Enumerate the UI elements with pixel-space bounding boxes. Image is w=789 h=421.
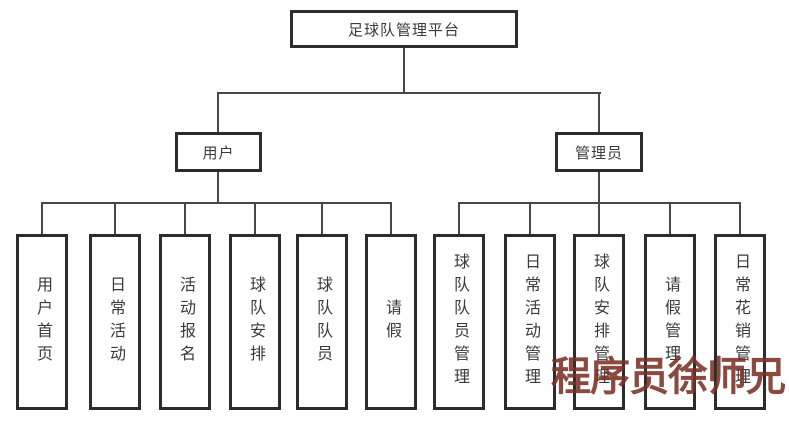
- connector-user-out: [217, 172, 219, 204]
- connector-stub: [529, 202, 531, 234]
- leaf-node-label: 日常活动管理: [522, 253, 539, 391]
- connector-stub: [184, 202, 186, 234]
- leaf-node-leave-request: 请假: [365, 234, 417, 410]
- leaf-node-label: 请假: [383, 299, 400, 345]
- leaf-node-expense-mgmt: 日常花销管理: [714, 234, 766, 410]
- connector-left-hbar: [41, 202, 392, 204]
- leaf-node-label: 球队队员管理: [451, 253, 468, 391]
- connector-stub: [41, 202, 43, 234]
- leaf-node-label: 日常花销管理: [732, 253, 749, 391]
- leaf-node-activity-mgmt: 日常活动管理: [504, 234, 556, 410]
- connector-admin-in: [598, 92, 600, 133]
- connector-stub: [739, 202, 741, 234]
- leaf-node-label: 用户首页: [34, 276, 51, 368]
- connector-stub: [254, 202, 256, 234]
- leaf-node-schedule-mgmt: 球队安排管理: [573, 234, 625, 410]
- branch-node-admin: 管理员: [555, 132, 643, 172]
- leaf-node-label: 日常活动: [107, 276, 124, 368]
- connector-root-drop: [403, 47, 405, 93]
- watermark-text: 程序员徐师兄: [551, 354, 786, 399]
- leaf-node-label: 请假管理: [662, 276, 679, 368]
- leaf-node-leave-mgmt: 请假管理: [644, 234, 696, 410]
- connector-admin-out: [598, 172, 600, 204]
- leaf-node-activity-signup: 活动报名: [159, 234, 211, 410]
- connector-stub: [669, 202, 671, 234]
- connector-stub: [114, 202, 116, 234]
- leaf-node-user-home: 用户首页: [16, 234, 68, 410]
- branch-node-user: 用户: [175, 132, 262, 172]
- branch-node-user-label: 用户: [202, 144, 235, 162]
- leaf-node-label: 活动报名: [177, 276, 194, 368]
- connector-stub: [321, 202, 323, 234]
- leaf-node-member-mgmt: 球队队员管理: [433, 234, 485, 410]
- leaf-node-label: 球队安排: [247, 276, 264, 368]
- connector-level2-hbar: [217, 92, 601, 94]
- connector-stub: [390, 202, 392, 234]
- connector-user-in: [217, 92, 219, 133]
- leaf-node-label: 球队队员: [314, 276, 331, 368]
- leaf-node-team-schedule: 球队安排: [229, 234, 281, 410]
- connector-stub: [598, 202, 600, 234]
- leaf-node-label: 球队安排管理: [591, 253, 608, 391]
- connector-stub: [458, 202, 460, 234]
- root-node-label: 足球队管理平台: [347, 21, 460, 39]
- leaf-node-daily-activity: 日常活动: [89, 234, 141, 410]
- branch-node-admin-label: 管理员: [574, 144, 623, 162]
- root-node-platform: 足球队管理平台: [290, 10, 518, 48]
- leaf-node-team-members: 球队队员: [296, 234, 348, 410]
